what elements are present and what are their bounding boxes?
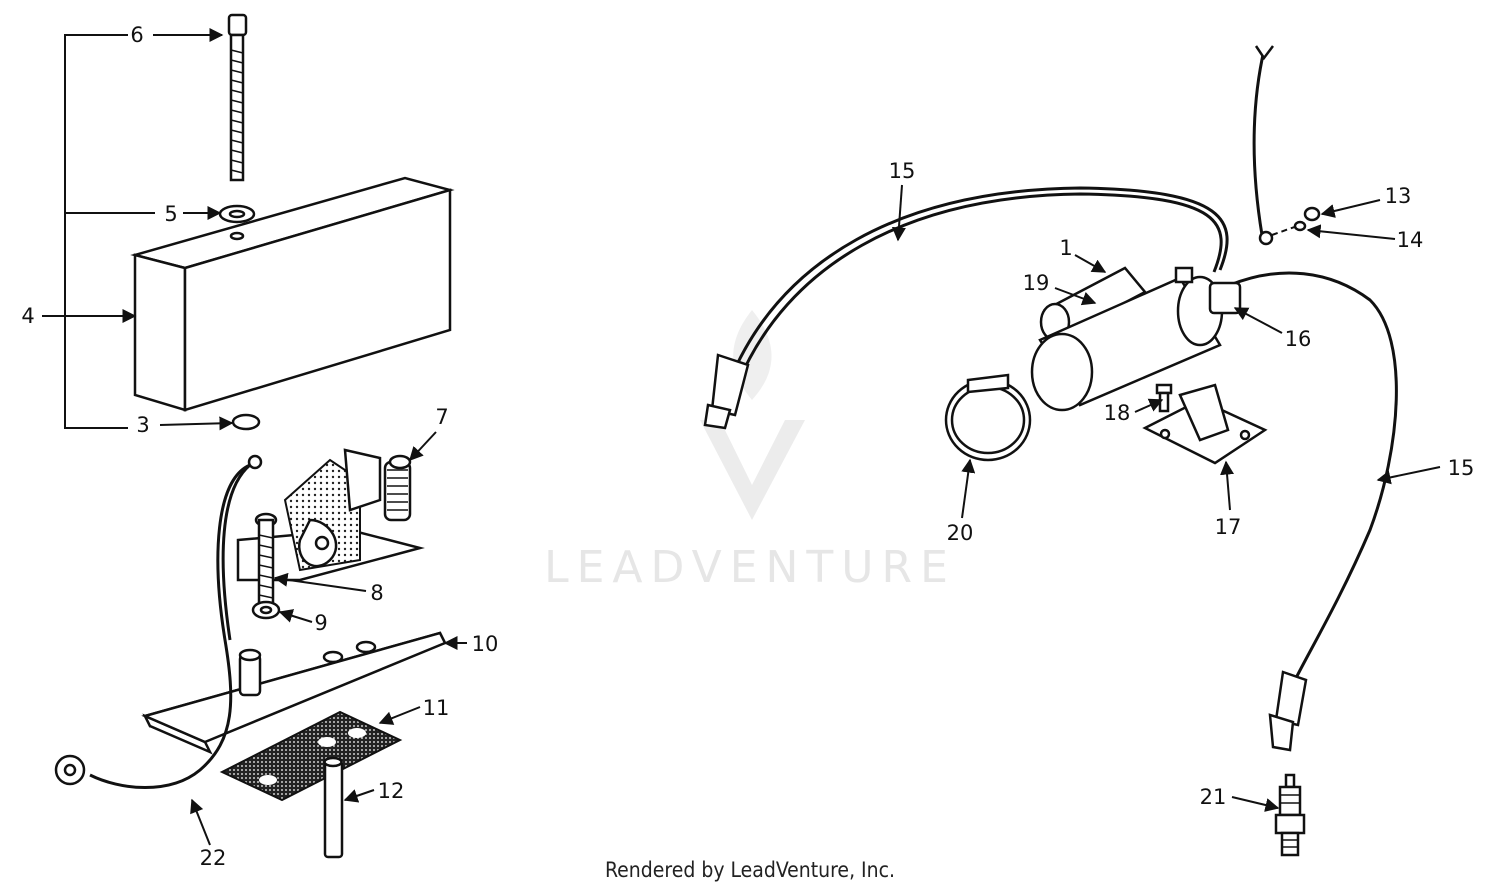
callout-18: 18 [1104, 401, 1131, 425]
callout-7: 7 [435, 405, 448, 429]
callout-16: 16 [1285, 327, 1312, 351]
callout-10: 10 [472, 632, 499, 656]
callout-13: 13 [1385, 184, 1412, 208]
watermark-logo-icon [700, 420, 805, 520]
callout-22: 22 [200, 846, 227, 870]
callout-labels: 6 5 4 3 7 8 9 10 11 12 22 15 1 19 13 14 … [21, 23, 1474, 870]
footer-credit: Rendered by LeadVenture, Inc. [605, 858, 895, 882]
watermark: LEADVENTURE [544, 310, 956, 593]
callout-5: 5 [164, 202, 177, 226]
coil-assembly-group [703, 45, 1441, 857]
callout-4: 4 [21, 304, 34, 328]
callout-1: 1 [1059, 236, 1072, 260]
callout-6: 6 [130, 23, 143, 47]
callout-15-right: 15 [1448, 456, 1475, 480]
callout-17: 17 [1215, 515, 1242, 539]
callout-3: 3 [136, 413, 149, 437]
callout-14: 14 [1397, 228, 1424, 252]
battery-box-group [42, 13, 455, 431]
points-assembly-group [54, 431, 467, 859]
callout-12: 12 [378, 779, 405, 803]
callout-19: 19 [1023, 271, 1050, 295]
callout-20: 20 [947, 521, 974, 545]
callout-15-top: 15 [889, 159, 916, 183]
callout-21: 21 [1200, 785, 1227, 809]
callout-9: 9 [314, 611, 327, 635]
callout-8: 8 [370, 581, 383, 605]
callout-11: 11 [423, 696, 450, 720]
watermark-brand: LEADVENTURE [544, 542, 956, 593]
